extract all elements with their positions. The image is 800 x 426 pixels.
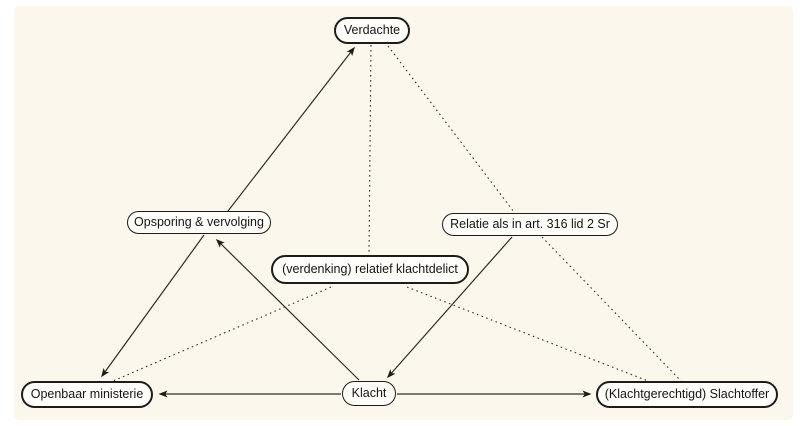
edge-klacht-to-opsporing (215, 238, 360, 381)
node-opsporing-vervolging: Opsporing & vervolging (127, 211, 271, 234)
edge-opsporing-to-om (101, 234, 205, 378)
node-klachtgerechtigd-slachtoffer: (Klachtgerechtigd) Slachtoffer (596, 381, 778, 408)
edge-verdachte-to-relatie (387, 45, 515, 213)
node-klacht-label: Klacht (351, 386, 387, 401)
edge-verdachte-to-verdenking (368, 44, 372, 255)
edge-opsporing-to-verdachte (227, 46, 355, 212)
edge-verdenking-to-slachtoffer (406, 286, 649, 382)
edge-relatie-to-slachtoffer (541, 236, 682, 382)
node-verdenking-relatief-klachtdelict: (verdenking) relatief klachtdelict (271, 255, 469, 284)
node-klachtgerechtigd-slachtoffer-label: (Klachtgerechtigd) Slachtoffer (604, 387, 770, 402)
node-verdachte-label: Verdachte (343, 23, 401, 38)
node-verdachte: Verdachte (334, 17, 410, 44)
node-openbaar-ministerie: Openbaar ministerie (21, 381, 153, 408)
node-verdenking-relatief-klachtdelict-label: (verdenking) relatief klachtdelict (282, 262, 458, 277)
edge-relatie-to-klacht (387, 236, 513, 379)
node-opsporing-vervolging-label: Opsporing & vervolging (134, 215, 264, 230)
node-relatie-art-316: Relatie als in art. 316 lid 2 Sr (442, 213, 618, 236)
node-openbaar-ministerie-label: Openbaar ministerie (30, 387, 144, 402)
node-relatie-art-316-label: Relatie als in art. 316 lid 2 Sr (450, 217, 610, 232)
edge-verdenking-to-om (112, 286, 332, 382)
node-klacht: Klacht (342, 381, 396, 406)
